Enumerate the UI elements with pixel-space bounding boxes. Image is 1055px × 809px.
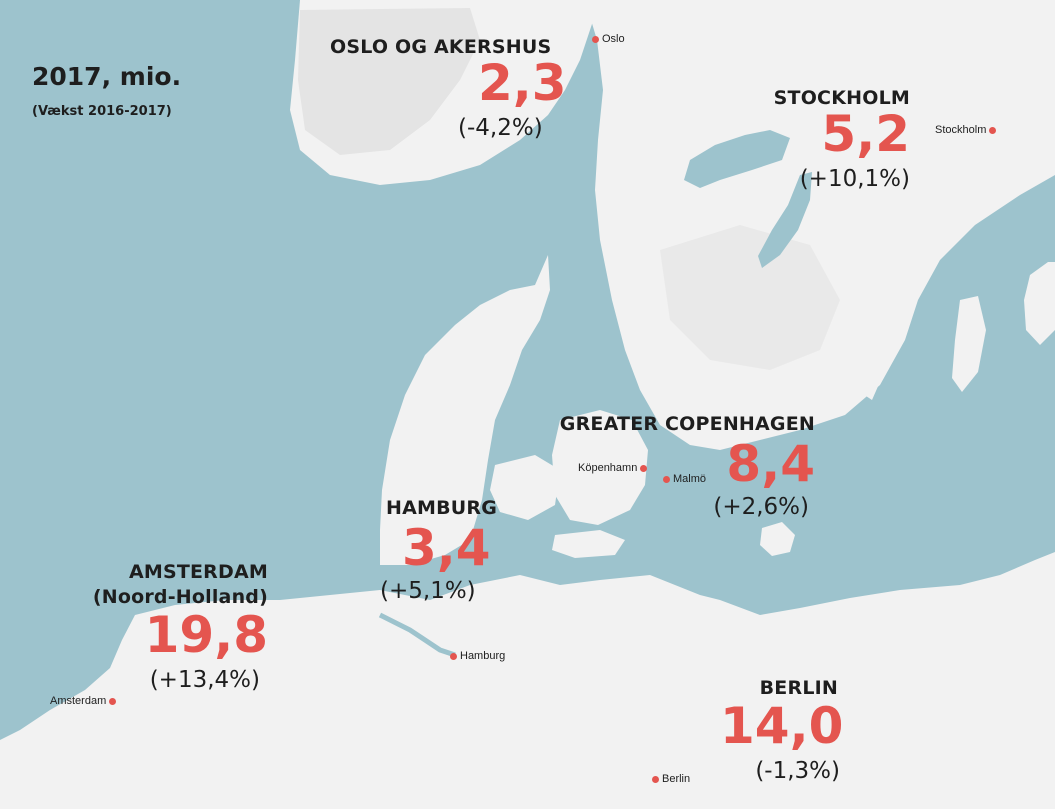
region-name: AMSTERDAM [128, 561, 268, 583]
continent-landmass [0, 552, 1055, 809]
region-growth: (+13,4%) [149, 666, 260, 693]
city-marker-amsterdam: Amsterdam [50, 695, 117, 707]
lake-vanern [684, 130, 790, 188]
region-value: 3,4 [402, 518, 491, 577]
city-marker-berlin: Berlin [652, 773, 690, 785]
city-dot [450, 652, 457, 660]
region-name-secondary: (Noord-Holland) [92, 585, 268, 608]
region-growth: (+5,1%) [380, 577, 476, 604]
region-name: BERLIN [759, 677, 838, 699]
jutland-peninsula [380, 255, 550, 565]
region-copenhagen: GREATER COPENHAGEN 8,4 (+2,6%) [550, 414, 815, 520]
lolland-island [552, 530, 625, 558]
region-growth: (-4,2%) [458, 114, 543, 141]
region-name: GREATER COPENHAGEN [559, 413, 815, 435]
city-marker-malmo: Malmö [663, 473, 706, 485]
region-value: 5,2 [821, 104, 910, 163]
city-dot [989, 126, 997, 134]
region-growth: (+10,1%) [799, 165, 910, 192]
map-subtitle: (Vækst 2016-2017) [32, 104, 172, 119]
region-hamburg: HAMBURG 3,4 (+5,1%) [380, 498, 500, 604]
city-marker-stockholm: Stockholm [935, 124, 997, 136]
oland-island [866, 335, 888, 400]
city-label: Oslo [602, 33, 625, 45]
city-marker-kopenhamn: Köpenhamn [578, 462, 648, 474]
lake-vattern [758, 172, 812, 268]
sweden-highland [660, 225, 840, 370]
region-value: 8,4 [726, 434, 815, 493]
city-dot [640, 464, 648, 472]
map-title: 2017, mio. [32, 62, 182, 91]
city-marker-oslo: Oslo [592, 33, 625, 45]
city-marker-hamburg: Hamburg [450, 650, 505, 662]
region-value: 2,3 [478, 53, 567, 112]
elbe-estuary [378, 612, 456, 658]
city-label: Köpenhamn [578, 462, 638, 474]
city-label: Hamburg [460, 650, 506, 662]
city-dot [592, 35, 599, 43]
region-growth: (-1,3%) [755, 757, 840, 784]
region-growth: (+2,6%) [713, 493, 809, 520]
city-label: Malmö [673, 473, 707, 485]
region-name: STOCKHOLM [773, 87, 910, 109]
city-dot [109, 697, 117, 705]
region-value: 19,8 [144, 605, 268, 664]
city-dot [663, 475, 670, 483]
region-stockholm: STOCKHOLM 5,2 (+10,1%) [770, 88, 910, 192]
region-berlin: BERLIN 14,0 (-1,3%) [720, 677, 844, 784]
region-name: HAMBURG [386, 497, 498, 519]
region-name: OSLO OG AKERSHUS [330, 36, 552, 58]
city-label: Berlin [662, 773, 691, 785]
city-label: Stockholm [935, 124, 987, 136]
baltic-island [1024, 262, 1055, 345]
city-dot [652, 775, 659, 783]
region-amsterdam: AMSTERDAM (Noord-Holland) 19,8 (+13,4%) [88, 562, 268, 693]
region-value: 14,0 [720, 696, 844, 755]
gotland-island [952, 296, 986, 392]
city-label: Amsterdam [50, 695, 107, 707]
norway-highland [298, 8, 480, 155]
zealand-island [552, 410, 648, 525]
region-oslo: OSLO OG AKERSHUS 2,3 (-4,2%) [330, 37, 567, 141]
bornholm-island [760, 522, 795, 556]
funen-island [490, 455, 560, 520]
